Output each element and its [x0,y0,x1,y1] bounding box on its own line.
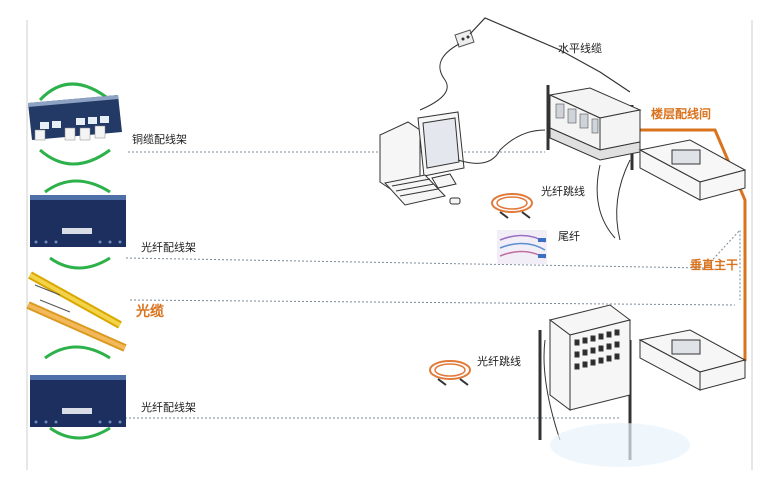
backbone-dotted-connector [704,228,741,300]
fiber-patch-panel-bottom-icon [30,345,126,440]
fiber-cable-connector [129,299,736,306]
fiber-panel-top-connector [125,257,706,269]
fiber-cable-label: 光缆 [136,304,164,320]
pigtail-icon [497,230,547,264]
horizontal-cable-line [469,17,631,93]
floor-reflection [550,423,690,467]
copper-patch-panel-icon [28,82,122,166]
distribution-rack-icon [538,304,747,460]
copper-patch-panel-label: 铜缆配线架 [132,133,187,146]
fiber-patch-cord-top-label: 光纤跳线 [541,185,585,198]
vertical-backbone-label: 垂直主干 [690,258,739,272]
fiber-patch-cord-bottom-label: 光纤跳线 [477,355,521,368]
fiber-enclosure-icon [596,139,747,241]
fiber-cable-icon [26,271,127,352]
fiber-patch-panel-bottom-label: 光纤配线架 [141,401,196,414]
pc-to-switch-cable [457,129,546,164]
fiber-patch-cord-icon [491,193,533,219]
pigtail-label: 尾纤 [558,230,580,243]
fiber-patch-panel-top-label: 光纤配线架 [141,241,196,254]
fiber-patch-panel-icon [30,179,126,270]
wall-outlet-icon [454,29,475,48]
outlet-to-pc-cable [419,43,460,111]
computer-icon [379,111,465,206]
floor-wiring-closet-label: 楼层配线间 [651,107,712,121]
rack-switch-icon [546,85,642,170]
horizontal-cable-label: 水平线缆 [558,42,602,55]
fiber-patch-cord-bottom-icon [429,360,471,386]
dotted-connectors [125,151,741,419]
